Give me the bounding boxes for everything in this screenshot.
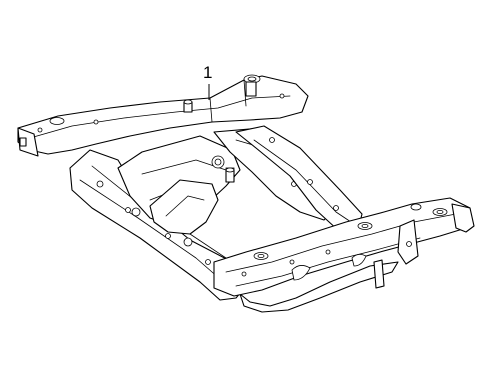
rear-cross-member xyxy=(213,197,475,297)
center-stud xyxy=(225,167,235,183)
center-gusset-plate xyxy=(131,179,219,247)
upper-front-cross-member xyxy=(17,74,309,157)
callout-number-1: 1 xyxy=(203,63,213,82)
right-side-rail xyxy=(235,125,363,233)
lower-front-lip xyxy=(239,261,399,313)
